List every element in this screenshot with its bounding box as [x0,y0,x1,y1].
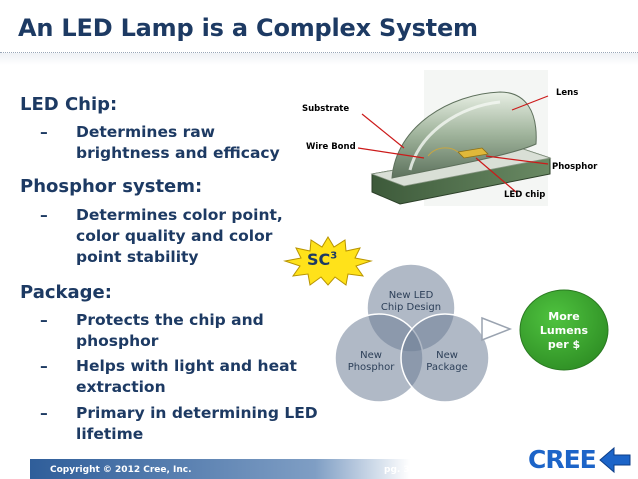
result-label-line: per $ [547,338,581,351]
label-lens: Lens [556,88,579,98]
label-substrate: Substrate [302,104,350,114]
arrow-led-chip [475,157,517,193]
title-divider [0,52,638,53]
heading-phosphor-system: Phosphor system: [20,176,203,197]
title-band [0,53,638,65]
bullet-line: point stability [76,248,199,266]
venn-label-package: New Package [414,350,480,374]
arrow-phosphor [485,155,549,165]
sc3-starburst-icon [283,236,373,286]
venn-label-line: Phosphor [347,362,395,373]
venn-label-line: New [436,350,458,361]
result-label-line: More [548,310,580,323]
result-label-line: Lumens [539,324,589,337]
bullet-line: color quality and color [76,227,273,245]
bullet-dash: – [40,357,48,375]
label-led-chip: LED chip [504,190,546,200]
sc3-badge-superscript: 3 [330,250,338,262]
bullet-line: Determines raw [76,123,216,141]
bullet-item: – Determines raw brightness and efficacy [40,122,300,166]
footer-band [30,459,410,479]
sc3-badge-base: SC [307,250,331,269]
bullet-line: lifetime [76,425,144,443]
bullet-dash: – [40,123,48,141]
sc3-badge-text: SC3 [307,250,337,269]
label-phosphor: Phosphor [552,162,598,172]
venn-circle-package [400,313,490,403]
bullet-item: – Primary in determining LED lifetime [40,403,340,447]
wire-bond-wire [427,147,459,157]
bullet-line: Protects the chip and [76,311,264,329]
bullet-line: phosphor [76,332,159,350]
arrow-lens [511,95,549,111]
lens-dome [391,91,537,179]
bullet-item: – Protects the chip and phosphor [40,310,330,354]
venn-label-chip: New LED Chip Design [368,290,454,314]
led-chip-die [457,147,489,159]
venn-label-line: Chip Design [380,302,442,313]
bullet-item: – Determines color point, color quality … [40,205,300,269]
bullet-line: extraction [76,378,166,396]
cree-logo: CREE [528,445,597,474]
venn-label-line: New [360,350,382,361]
led-package-diagram [357,70,552,206]
bullet-dash: – [40,206,48,224]
arrow-wire-bond [357,147,425,159]
slide-title: An LED Lamp is a Complex System [18,14,478,42]
heading-package: Package: [20,282,112,303]
arrow-substrate [361,113,405,149]
result-label: More Lumens per $ [526,310,602,352]
venn-label-line: New LED [388,290,434,301]
lens-highlight [408,100,501,171]
bullet-item: – Helps with light and heat extraction [40,356,330,400]
result-circle [519,289,609,371]
bullet-line: Primary in determining LED [76,404,318,422]
bullet-line: Determines color point, [76,206,283,224]
bullet-dash: – [40,404,48,422]
footer-page-number: pg. 3 [384,465,410,475]
cree-logo-arrow-icon [599,446,631,474]
venn-label-line: Package [426,362,468,373]
bullet-dash: – [40,311,48,329]
heading-led-chip: LED Chip: [20,94,118,115]
bullet-line: brightness and efficacy [76,144,280,162]
arrow-right-icon [481,316,513,342]
footer-copyright: Copyright © 2012 Cree, Inc. [50,465,192,475]
bullet-line: Helps with light and heat [76,357,297,375]
venn-diagram [335,263,490,403]
venn-label-phosphor: New Phosphor [338,350,404,374]
label-wire-bond: Wire Bond [306,142,356,152]
